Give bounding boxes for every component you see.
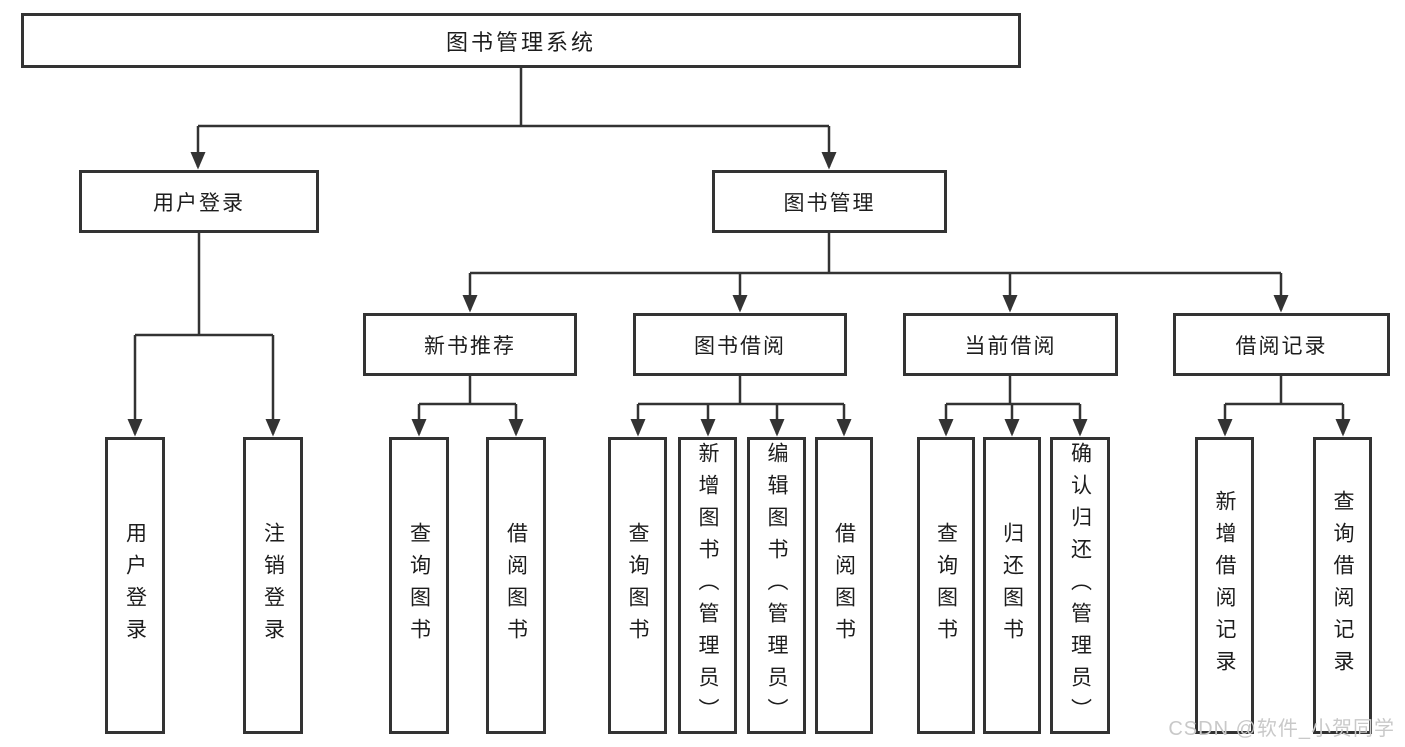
leaf-logout: 注销登录 bbox=[243, 437, 303, 734]
leaf-add-book-admin-label: 新增图书（管理员） bbox=[696, 441, 719, 730]
leaf-user-login: 用户登录 bbox=[105, 437, 165, 734]
leaf-user-login-label: 用户登录 bbox=[123, 521, 147, 650]
leaf-query-borrow-record: 查询借阅记录 bbox=[1313, 437, 1372, 734]
node-book-management: 图书管理 bbox=[712, 170, 947, 233]
node-book-management-label: 图书管理 bbox=[783, 191, 876, 215]
leaf-return-book-label: 归还图书 bbox=[1000, 521, 1024, 650]
leaf-query-borrow-record-label: 查询借阅记录 bbox=[1331, 489, 1354, 682]
leaf-borrow-books-2-label: 借阅图书 bbox=[832, 521, 856, 650]
leaf-query-books-1: 查询图书 bbox=[389, 437, 449, 734]
leaf-borrow-books-1: 借阅图书 bbox=[486, 437, 546, 734]
node-root: 图书管理系统 bbox=[21, 13, 1021, 68]
leaf-query-books-2: 查询图书 bbox=[608, 437, 667, 734]
leaf-query-books-2-label: 查询图书 bbox=[626, 521, 649, 650]
leaf-query-books-3: 查询图书 bbox=[917, 437, 975, 734]
csdn-watermark: CSDN @软件_小贺同学 bbox=[1168, 718, 1395, 740]
node-book-borrow-label: 图书借阅 bbox=[694, 334, 786, 358]
node-user-login-label: 用户登录 bbox=[153, 191, 245, 215]
leaf-add-borrow-record: 新增借阅记录 bbox=[1195, 437, 1254, 734]
leaf-borrow-books-2: 借阅图书 bbox=[815, 437, 873, 734]
node-borrow-records: 借阅记录 bbox=[1173, 313, 1390, 376]
node-borrow-records-label: 借阅记录 bbox=[1235, 334, 1328, 358]
node-book-borrow: 图书借阅 bbox=[633, 313, 847, 376]
leaf-borrow-books-1-label: 借阅图书 bbox=[504, 521, 528, 650]
leaf-confirm-return-admin-label: 确认归还（管理员） bbox=[1068, 441, 1092, 730]
node-new-book-recommend: 新书推荐 bbox=[363, 313, 577, 376]
leaf-edit-book-admin-label: 编辑图书（管理员） bbox=[765, 441, 788, 730]
leaf-query-books-3-label: 查询图书 bbox=[934, 521, 958, 650]
leaf-confirm-return-admin: 确认归还（管理员） bbox=[1050, 437, 1110, 734]
node-current-borrow: 当前借阅 bbox=[903, 313, 1118, 376]
leaf-add-borrow-record-label: 新增借阅记录 bbox=[1213, 489, 1236, 682]
leaf-logout-label: 注销登录 bbox=[261, 521, 285, 650]
leaf-query-books-1-label: 查询图书 bbox=[407, 521, 431, 650]
node-user-login: 用户登录 bbox=[79, 170, 319, 233]
leaf-add-book-admin: 新增图书（管理员） bbox=[678, 437, 737, 734]
leaf-return-book: 归还图书 bbox=[983, 437, 1041, 734]
leaf-edit-book-admin: 编辑图书（管理员） bbox=[747, 437, 806, 734]
node-new-book-recommend-label: 新书推荐 bbox=[424, 334, 516, 358]
node-root-label: 图书管理系统 bbox=[445, 29, 596, 55]
node-current-borrow-label: 当前借阅 bbox=[964, 334, 1057, 358]
